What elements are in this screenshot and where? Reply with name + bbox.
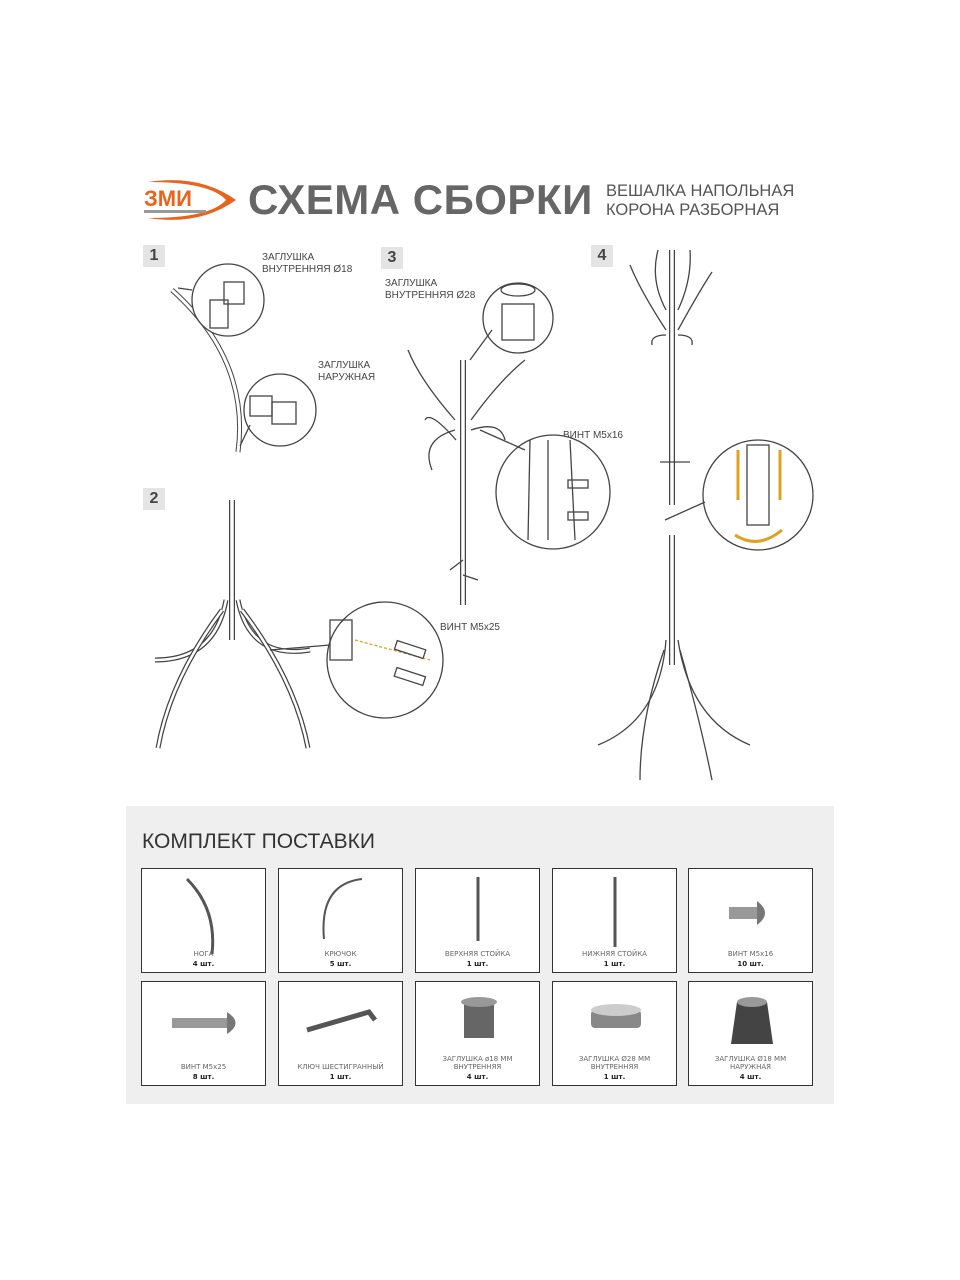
assembly-diagram xyxy=(154,249,814,781)
kit-item-qty: 8 шт. xyxy=(192,1073,215,1081)
kit-title: КОМПЛЕКТ ПОСТАВКИ xyxy=(142,830,375,853)
kit-item-qty: 1 шт. xyxy=(329,1073,352,1081)
part-icon xyxy=(729,901,765,925)
kit-item: КЛЮЧ ШЕСТИГРАННЫЙ 1 шт. xyxy=(278,981,403,1086)
part-icon xyxy=(306,1009,377,1033)
part-icon xyxy=(172,1012,236,1034)
page-title: СХЕМА СБОРКИ xyxy=(248,176,593,223)
step-4-label: 4 xyxy=(591,245,613,267)
kit-item-name: НОГА xyxy=(193,950,214,958)
kit-item-qty: 1 шт. xyxy=(466,960,489,968)
svg-text:ЗМИ: ЗМИ xyxy=(144,186,192,211)
step-2-label: 2 xyxy=(143,488,165,510)
part-icon xyxy=(591,1004,641,1028)
brand-logo: ЗМИ xyxy=(144,180,236,220)
kit-item: КРЮЧОК 5 шт. xyxy=(278,868,403,973)
note-screw-m5x16: ВИНТ М5х16 xyxy=(563,430,623,441)
kit-item-qty: 4 шт. xyxy=(192,960,215,968)
kit-item-name: КЛЮЧ ШЕСТИГРАННЫЙ xyxy=(297,1063,384,1071)
kit-item-qty: 1 шт. xyxy=(603,960,626,968)
kit-item-name: КРЮЧОК xyxy=(324,950,357,958)
step-1-label: 1 xyxy=(143,245,165,267)
kit-item-qty: 1 шт. xyxy=(603,1073,626,1081)
kit-item-qty: 5 шт. xyxy=(329,960,352,968)
kit-item: ВЕРХНЯЯ СТОЙКА 1 шт. xyxy=(415,868,540,973)
kit-item-qty: 4 шт. xyxy=(466,1073,489,1081)
kit-item-name: НИЖНЯЯ СТОЙКА xyxy=(582,950,647,958)
note-screw-m5x25: ВИНТ М5х25 xyxy=(440,622,500,633)
part-icon xyxy=(185,877,215,955)
kit-item-name: ВИНТ М5х25 xyxy=(180,1063,227,1071)
kit-item: ВИНТ М5х16 10 шт. xyxy=(688,868,813,973)
kit-item-qty: 10 шт. xyxy=(737,960,764,968)
part-icon xyxy=(461,997,497,1038)
step-3-label: 3 xyxy=(381,247,403,269)
kit-item: НИЖНЯЯ СТОЙКА 1 шт. xyxy=(552,868,677,973)
subtitle-line-2: КОРОНА РАЗБОРНАЯ xyxy=(606,201,780,219)
product-subtitle: ВЕШАЛКА НАПОЛЬНАЯ КОРОНА РАЗБОРНАЯ xyxy=(606,182,794,220)
part-icon xyxy=(322,878,363,940)
kit-item: ВИНТ М5х25 8 шт. xyxy=(141,981,266,1086)
kit-item-qty: 4 шт. xyxy=(739,1073,762,1081)
part-icon xyxy=(476,877,480,941)
subtitle-line-1: ВЕШАЛКА НАПОЛЬНАЯ xyxy=(606,182,795,200)
kit-item-name: ВЕРХНЯЯ СТОЙКА xyxy=(444,950,511,958)
kit-item: НОГА 4 шт. xyxy=(141,868,266,973)
part-icon xyxy=(731,997,773,1044)
part-icon xyxy=(613,877,617,947)
kit-item-name: ВИНТ М5х16 xyxy=(727,950,774,958)
